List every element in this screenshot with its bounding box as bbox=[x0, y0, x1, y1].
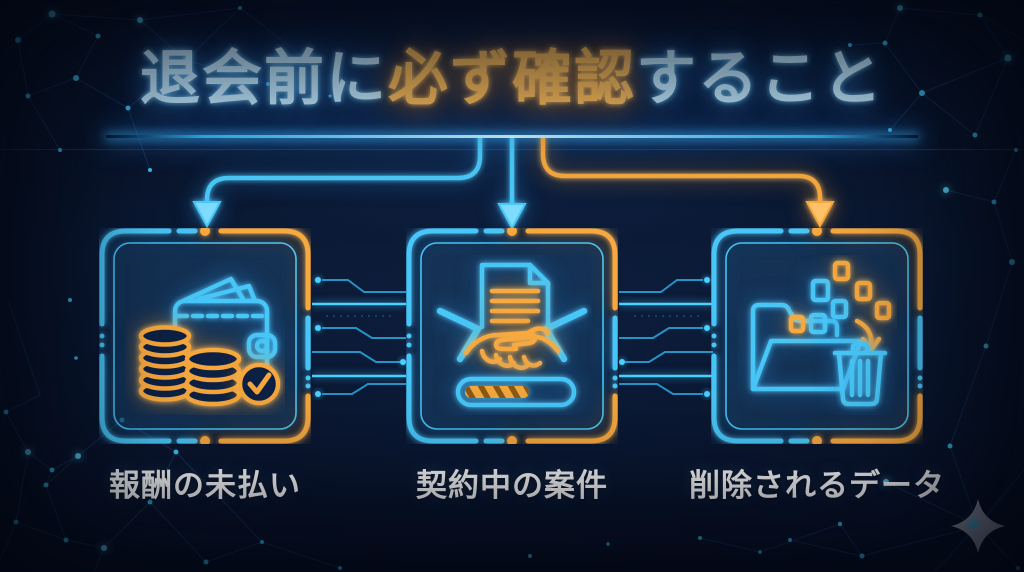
circuit-trace-right bbox=[619, 277, 713, 397]
wallet-coins-check-icon bbox=[138, 276, 281, 407]
card-label-deleted-data: 削除されるデータ bbox=[689, 468, 945, 503]
page-title: 退会前に必ず確認すること bbox=[0, 44, 1024, 113]
card-label-unpaid-rewards: 報酬の未払い bbox=[109, 468, 301, 503]
arrow-down-right-icon bbox=[805, 201, 835, 229]
glowing-divider-line bbox=[106, 135, 918, 138]
card-unpaid-rewards: 報酬の未払い bbox=[99, 228, 311, 503]
handshake-contract-icon bbox=[436, 262, 588, 408]
neon-frame bbox=[406, 228, 618, 444]
arrow-down-center-icon bbox=[497, 203, 527, 230]
circuit-trace-left bbox=[312, 277, 406, 397]
flow-arrows bbox=[192, 138, 835, 230]
neon-frame bbox=[711, 228, 923, 444]
title-bar: 退会前に必ず確認すること bbox=[0, 44, 1024, 113]
arrow-down-left-icon bbox=[192, 201, 222, 229]
card-active-contracts: 契約中の案件 bbox=[406, 228, 618, 503]
title-segment-highlight: 必ず確認 bbox=[388, 45, 636, 112]
card-deleted-data: 削除されるデータ bbox=[689, 228, 944, 503]
card-label-active-contracts: 契約中の案件 bbox=[416, 468, 608, 503]
title-segment-blue-1: 退会前に bbox=[140, 45, 388, 112]
title-segment-blue-2: すること bbox=[636, 45, 884, 112]
folder-delete-trash-icon bbox=[750, 260, 892, 407]
sparkle-star-icon bbox=[951, 499, 1005, 553]
neon-frame bbox=[99, 228, 311, 444]
